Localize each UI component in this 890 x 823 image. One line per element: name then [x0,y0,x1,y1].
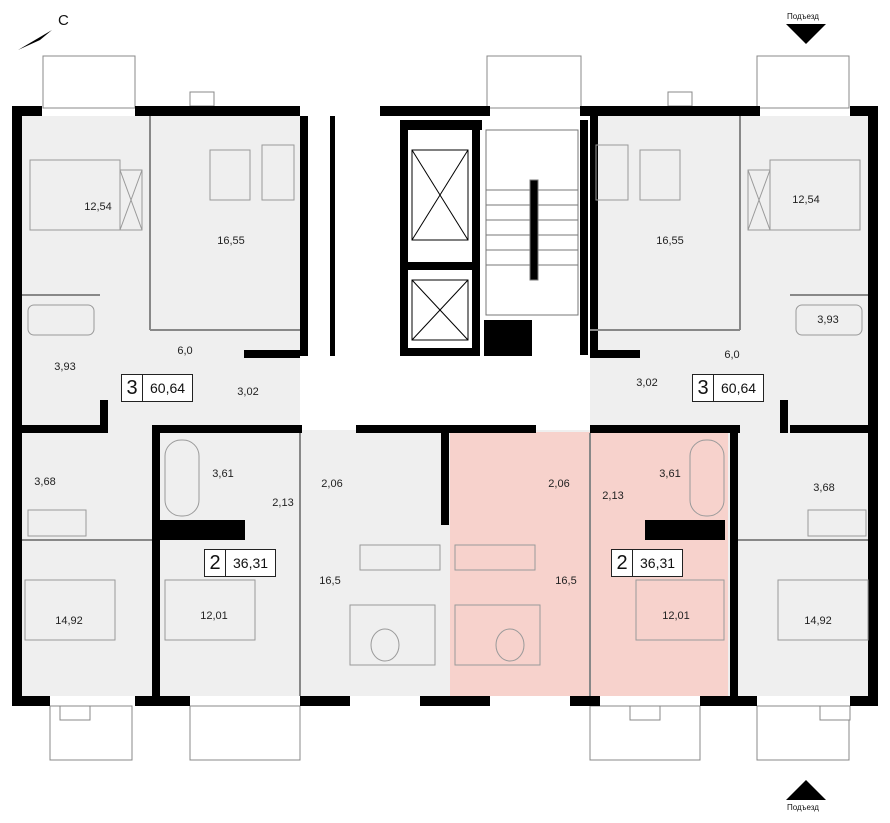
staircase [485,129,579,316]
apartment-badge-left-2room: 2 36,31 [204,549,277,577]
apartment-badge-right-2room: 2 36,31 [611,549,684,577]
room-area-label: 14,92 [55,615,83,627]
apartment-rooms: 2 [205,550,226,576]
apartment-area: 36,31 [233,555,269,571]
outer-walls [12,106,878,706]
room-area-label: 12,01 [662,610,690,622]
room-area-label: 6,0 [177,345,193,357]
bottom-balconies [49,705,851,761]
room-area-label: 3,68 [813,482,835,494]
highlighted-apartment-d [450,432,590,696]
elevator-shafts [411,149,469,341]
room-area-label: 16,5 [319,575,341,587]
room-area-label: 3,61 [659,468,681,480]
room-area-label: 16,55 [656,235,684,247]
room-area-label: 14,92 [804,615,832,627]
inner-walls [22,116,870,696]
apartment-rooms: 3 [693,375,714,401]
entrance-bottom-label: Подъезд [787,803,819,812]
room-area-label: 3,61 [212,468,234,480]
entrance-top-triangle-icon [786,24,826,44]
room-area-label: 2,13 [602,490,624,502]
apartment-area: 60,64 [721,380,757,396]
apartment-rooms: 2 [612,550,633,576]
room-area-label: 6,0 [724,349,740,361]
room-area-label: 16,55 [217,235,245,247]
room-area-label: 3,68 [34,476,56,488]
room-area-label: 2,06 [321,478,343,490]
compass-arrow-icon [18,30,52,50]
furniture [24,144,869,666]
room-area-label: 12,54 [792,194,820,206]
room-area-label: 3,93 [54,361,76,373]
partitions [22,116,868,696]
compass-north-label: С [58,12,69,29]
room-area-label: 12,54 [84,201,112,213]
room-area-label: 3,02 [636,377,658,389]
apartment-area: 60,64 [150,380,186,396]
apartment-area: 36,31 [640,555,676,571]
room-area-label: 16,5 [555,575,577,587]
entrance-bottom-triangle-icon [786,780,826,800]
entrance-top-label: Подъезд [787,12,819,21]
top-balconies [42,55,850,109]
room-area-label: 12,01 [200,610,228,622]
room-area-label: 2,06 [548,478,570,490]
room-area-label: 3,93 [817,314,839,326]
room-area-label: 3,02 [237,386,259,398]
apartment-rooms: 3 [122,375,143,401]
apartment-badge-left-3room: 3 60,64 [121,374,194,402]
room-area-label: 2,13 [272,497,294,509]
apartment-badge-right-3room: 3 60,64 [692,374,765,402]
